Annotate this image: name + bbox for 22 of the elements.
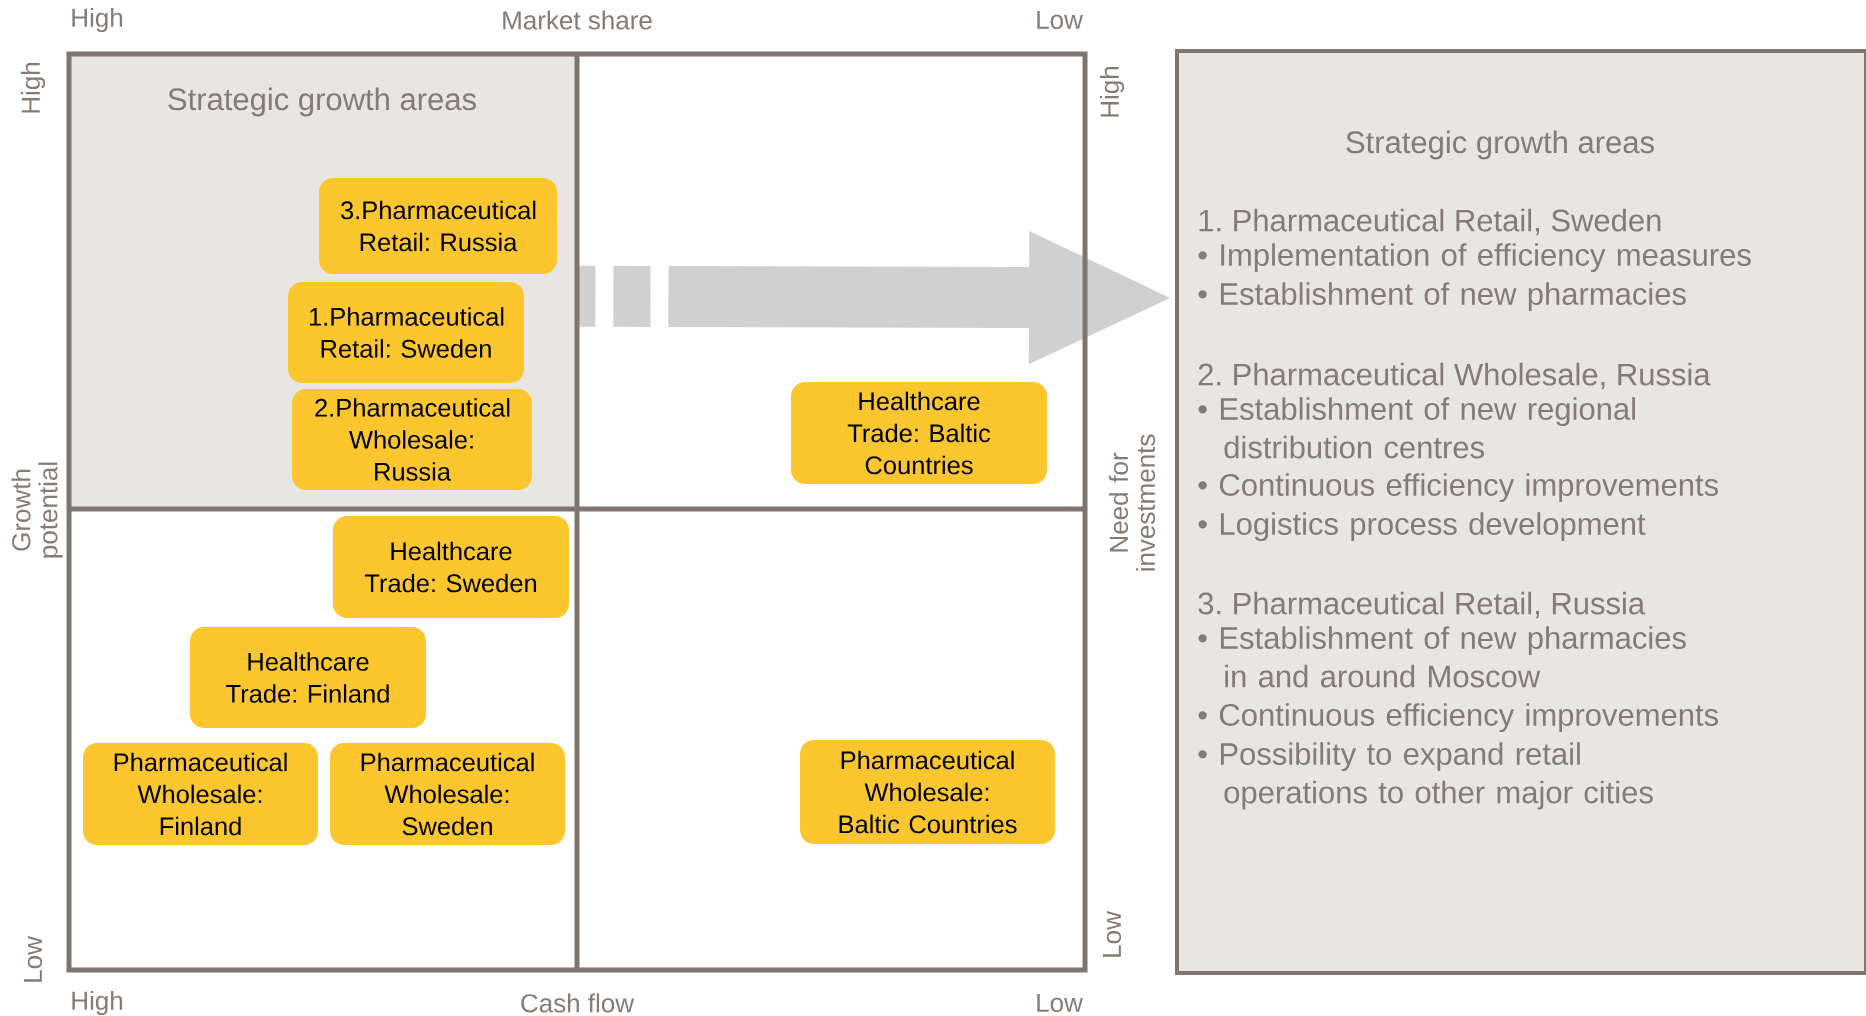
axis-label: Cash flow bbox=[521, 993, 635, 1013]
category-box: 1.Pharmaceutical Retail: Sweden bbox=[288, 282, 524, 383]
axis-label: Growth potential bbox=[11, 462, 63, 558]
axis-label: Need for investments bbox=[1108, 434, 1156, 571]
category-box: Pharmaceutical Wholesale: Sweden bbox=[330, 743, 565, 845]
axis-label: High bbox=[1099, 66, 1125, 117]
category-box: Healthcare Trade: Finland bbox=[190, 627, 426, 728]
axis-label: Low bbox=[1037, 10, 1083, 30]
axis-label: Low bbox=[23, 936, 43, 982]
category-box: 3.Pharmaceutical Retail: Russia bbox=[319, 178, 557, 274]
category-box: Healthcare Trade: Baltic Countries bbox=[791, 382, 1047, 484]
text-panel: Strategic growth areas 1. Pharmaceutical Retail, Sweden • Implementation of efficiency measures • Establishment of new pharmacies 2. Pharmaceutical Wholesale, Russia • Establishment of new regional distribution centres • Continuous efficiency improvements • Logistics process development 3. Pharmaceutical Retail, Russia • Establishment of new pharmacies in and around Moscow • Continuous efficiency improvements • Possibility to expand retail operations to other major cities bbox=[1175, 49, 1866, 975]
category-box: Healthcare Trade: Sweden bbox=[333, 516, 569, 618]
axis-label: Low bbox=[1102, 911, 1122, 957]
axis-label: High bbox=[72, 990, 123, 1016]
category-box: Pharmaceutical Wholesale: Baltic Countries bbox=[800, 740, 1055, 844]
category-box: Pharmaceutical Wholesale: Finland bbox=[83, 743, 318, 845]
category-box: 2.Pharmaceutical Wholesale: Russia bbox=[292, 389, 532, 490]
axis-label: High bbox=[20, 62, 46, 113]
axis-label: Market share bbox=[503, 10, 652, 30]
axis-label: High bbox=[72, 7, 123, 33]
axis-label: Low bbox=[1037, 993, 1083, 1013]
